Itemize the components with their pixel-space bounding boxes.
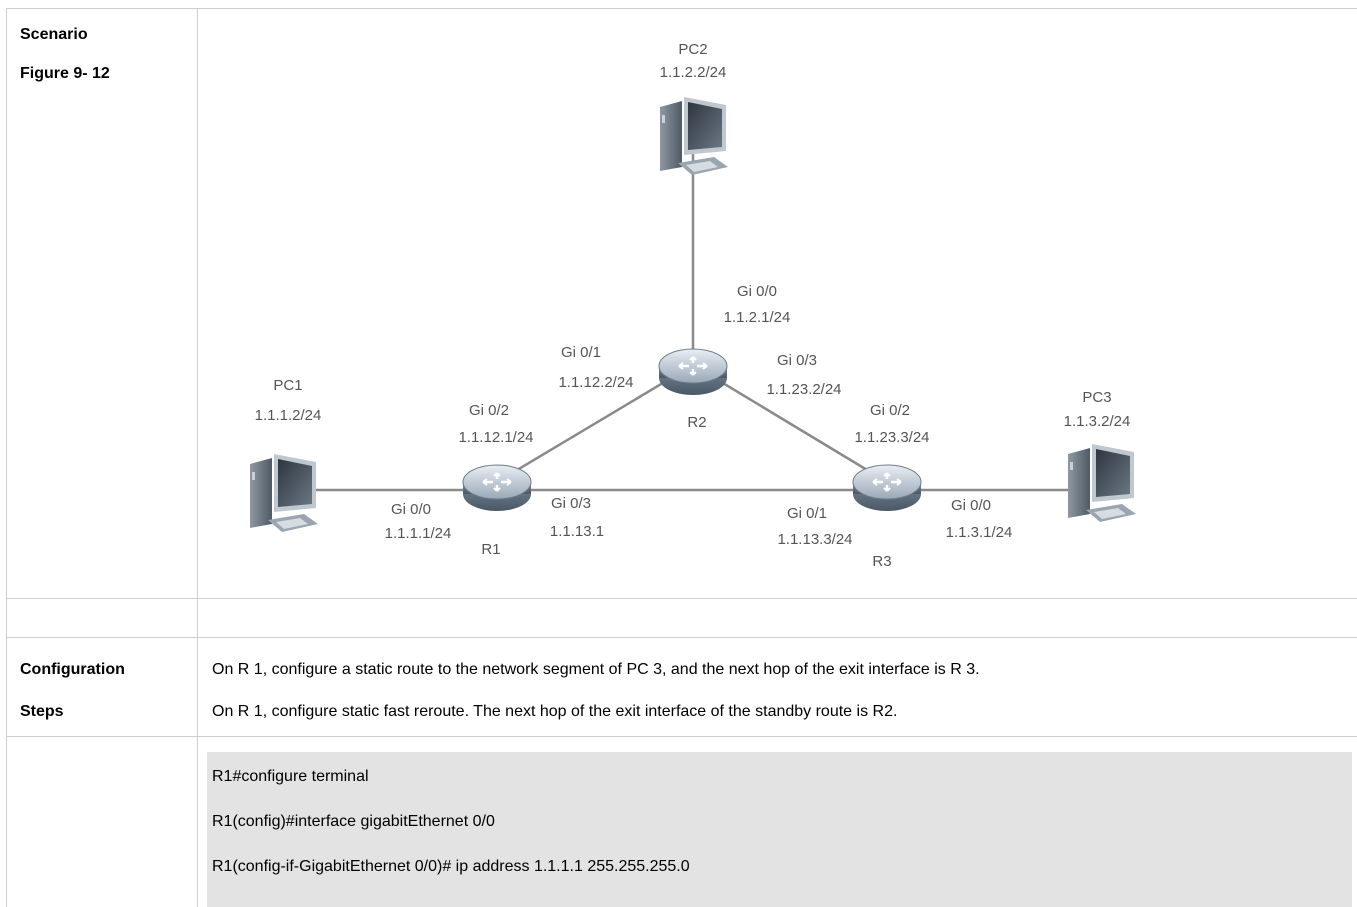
r3-gi01-port: Gi 0/1 <box>787 505 827 522</box>
config-steps-label-line1: Configuration <box>20 661 125 678</box>
r1-gi03-port: Gi 0/3 <box>551 495 591 512</box>
config-step-2: On R 1, configure static fast reroute. T… <box>212 703 898 720</box>
table-border-row3 <box>6 736 1357 737</box>
r1-name: R1 <box>481 541 500 558</box>
r3-gi02-port: Gi 0/2 <box>870 402 910 419</box>
r2-gi01-ip: 1.1.12.2/24 <box>558 374 633 391</box>
pc2-icon <box>660 97 728 175</box>
code-line-3: R1(config-if-GigabitEthernet 0/0)# ip ad… <box>212 858 690 875</box>
config-step-1: On R 1, configure a static route to the … <box>212 661 980 678</box>
link-r1-r2 <box>496 363 694 484</box>
r1-gi03-ip: 1.1.13.1 <box>550 523 604 540</box>
pc3-name: PC3 <box>1082 389 1111 406</box>
network-topology-diagram: PC2 1.1.2.2/24 PC1 1.1.1.2/24 PC3 1.1.3.… <box>250 41 1136 570</box>
r3-gi00-ip: 1.1.3.1/24 <box>946 524 1013 541</box>
pc1-name: PC1 <box>273 377 302 394</box>
table-border-row2 <box>6 637 1357 638</box>
r3-gi00-port: Gi 0/0 <box>951 497 991 514</box>
pc2-ip: 1.1.2.2/24 <box>660 64 727 81</box>
r3-gi02-ip: 1.1.23.3/24 <box>854 429 929 446</box>
r1-gi02-ip: 1.1.12.1/24 <box>458 429 533 446</box>
pc1-ip: 1.1.1.2/24 <box>255 407 322 424</box>
pc3-icon <box>1068 444 1136 522</box>
config-steps-label-line2: Steps <box>20 703 64 720</box>
r3-name: R3 <box>872 553 891 570</box>
link-r2-r3 <box>692 363 888 484</box>
r2-gi03-ip: 1.1.23.2/24 <box>766 381 841 398</box>
table-border-top <box>6 8 1357 9</box>
table-column-divider <box>197 8 198 907</box>
code-line-2: R1(config)#interface gigabitEthernet 0/0 <box>212 813 495 830</box>
router-r2-icon <box>657 347 729 397</box>
code-line-1: R1#configure terminal <box>212 768 369 785</box>
pc3-ip: 1.1.3.2/24 <box>1064 413 1131 430</box>
r2-gi03-port: Gi 0/3 <box>777 352 817 369</box>
r1-gi00-ip: 1.1.1.1/24 <box>385 525 452 542</box>
r2-name: R2 <box>687 414 706 431</box>
scenario-label: Scenario <box>20 26 88 43</box>
router-r3-icon <box>851 463 923 513</box>
router-r1-icon <box>461 463 533 513</box>
figure-label: Figure 9- 12 <box>20 65 110 82</box>
code-block <box>207 752 1352 907</box>
pc1-icon <box>250 454 318 532</box>
pc2-name: PC2 <box>678 41 707 58</box>
r2-gi01-port: Gi 0/1 <box>561 344 601 361</box>
table-left-border <box>6 8 7 907</box>
r2-gi00-port: Gi 0/0 <box>737 283 777 300</box>
table-border-row1 <box>6 598 1357 599</box>
r1-gi00-port: Gi 0/0 <box>391 501 431 518</box>
r3-gi01-ip: 1.1.13.3/24 <box>777 531 852 548</box>
r2-gi00-ip: 1.1.2.1/24 <box>724 309 791 326</box>
r1-gi02-port: Gi 0/2 <box>469 402 509 419</box>
